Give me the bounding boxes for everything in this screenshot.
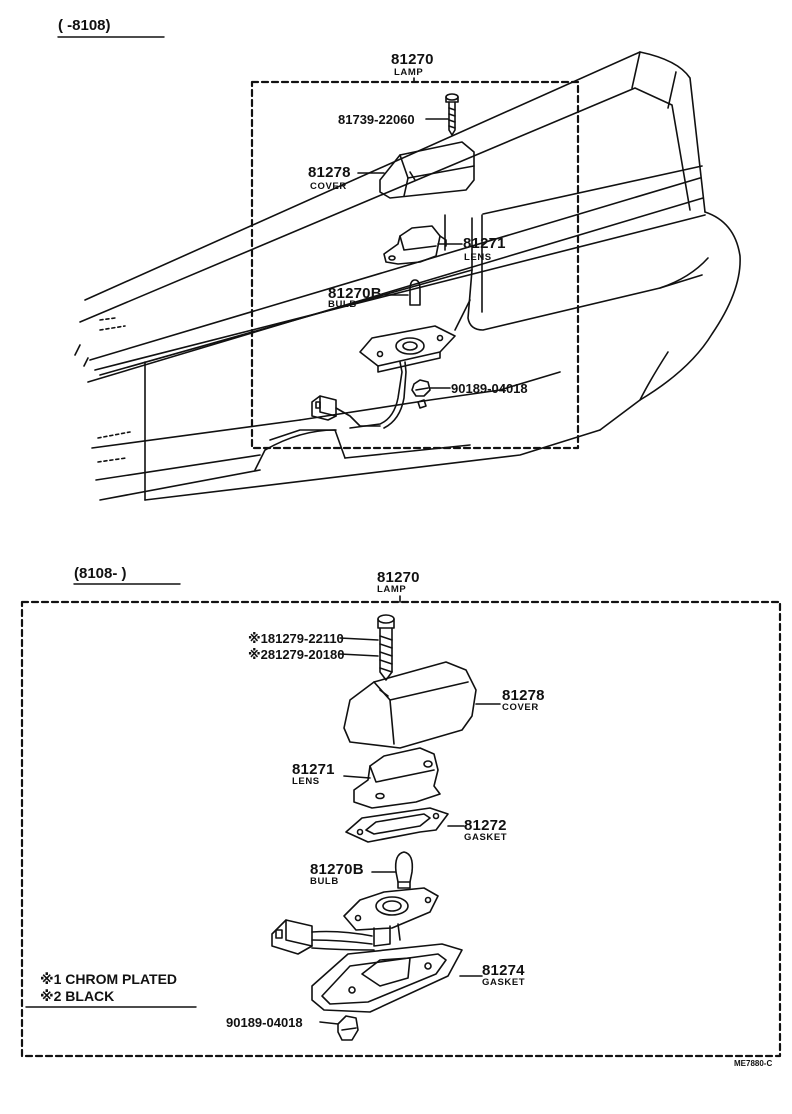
- footer-code: ME7880-C: [734, 1059, 773, 1068]
- bottom-lamp-frame: [20, 600, 782, 1058]
- car-body: [74, 51, 741, 501]
- top-bulb: [385, 279, 421, 306]
- bottom-gasket2-name: GASKET: [482, 977, 526, 988]
- bottom-screw1-label: ※181279-22110: [248, 631, 344, 646]
- top-cover-name: COVER: [310, 181, 347, 192]
- bottom-bulb: [371, 851, 414, 889]
- top-screw: [425, 93, 459, 136]
- top-connector: [311, 395, 381, 427]
- bottom-cover-number: 81278: [502, 687, 545, 704]
- bottom-cover: [343, 661, 501, 749]
- bottom-header: (8108- ): [74, 565, 127, 582]
- top-lamp-frame: [250, 80, 580, 450]
- bottom-screw: [339, 614, 395, 681]
- bottom-screw2-label: ※281279-20180: [248, 647, 345, 662]
- top-lamp-name: LAMP: [394, 67, 424, 78]
- top-cover: [357, 141, 475, 199]
- top-lamp-number: 81270: [391, 51, 434, 68]
- bottom-lens-name: LENS: [292, 776, 320, 787]
- legend-item-2: ※2 BLACK: [40, 988, 115, 1004]
- bottom-clip-label: 90189-04018: [226, 1015, 303, 1030]
- bottom-lamp-number: 81270: [377, 569, 420, 586]
- top-header: ( -8108): [58, 17, 111, 34]
- top-lens: [383, 225, 463, 265]
- bottom-cover-name: COVER: [502, 702, 539, 713]
- top-clip: [411, 379, 451, 409]
- top-bulb-number: 81270B: [328, 285, 382, 302]
- legend-item-1: ※1 CHROM PLATED: [40, 971, 178, 987]
- top-clip-label: 90189-04018: [451, 381, 528, 396]
- bottom-bulb-name: BULB: [310, 876, 339, 887]
- bottom-clip: [319, 1015, 359, 1041]
- bottom-bulb-number: 81270B: [310, 861, 364, 878]
- bottom-gasket-upper: [345, 807, 465, 843]
- bottom-gasket-lower: [311, 943, 483, 1013]
- top-bulb-name: BULB: [328, 299, 357, 310]
- bottom-connector: [271, 919, 375, 955]
- top-lens-number: 81271: [463, 235, 506, 252]
- top-cover-number: 81278: [308, 164, 351, 181]
- bottom-lens-number: 81271: [292, 761, 335, 778]
- bottom-socket: [343, 887, 439, 947]
- bottom-lamp-name: LAMP: [377, 584, 407, 595]
- bottom-gasket2-number: 81274: [482, 962, 525, 979]
- bottom-gasket1-number: 81272: [464, 817, 507, 834]
- top-socket: [349, 325, 456, 429]
- bottom-lens: [343, 747, 441, 809]
- top-screw-label: 81739-22060: [338, 112, 415, 127]
- bottom-gasket1-name: GASKET: [464, 832, 508, 843]
- top-lens-name: LENS: [464, 252, 492, 263]
